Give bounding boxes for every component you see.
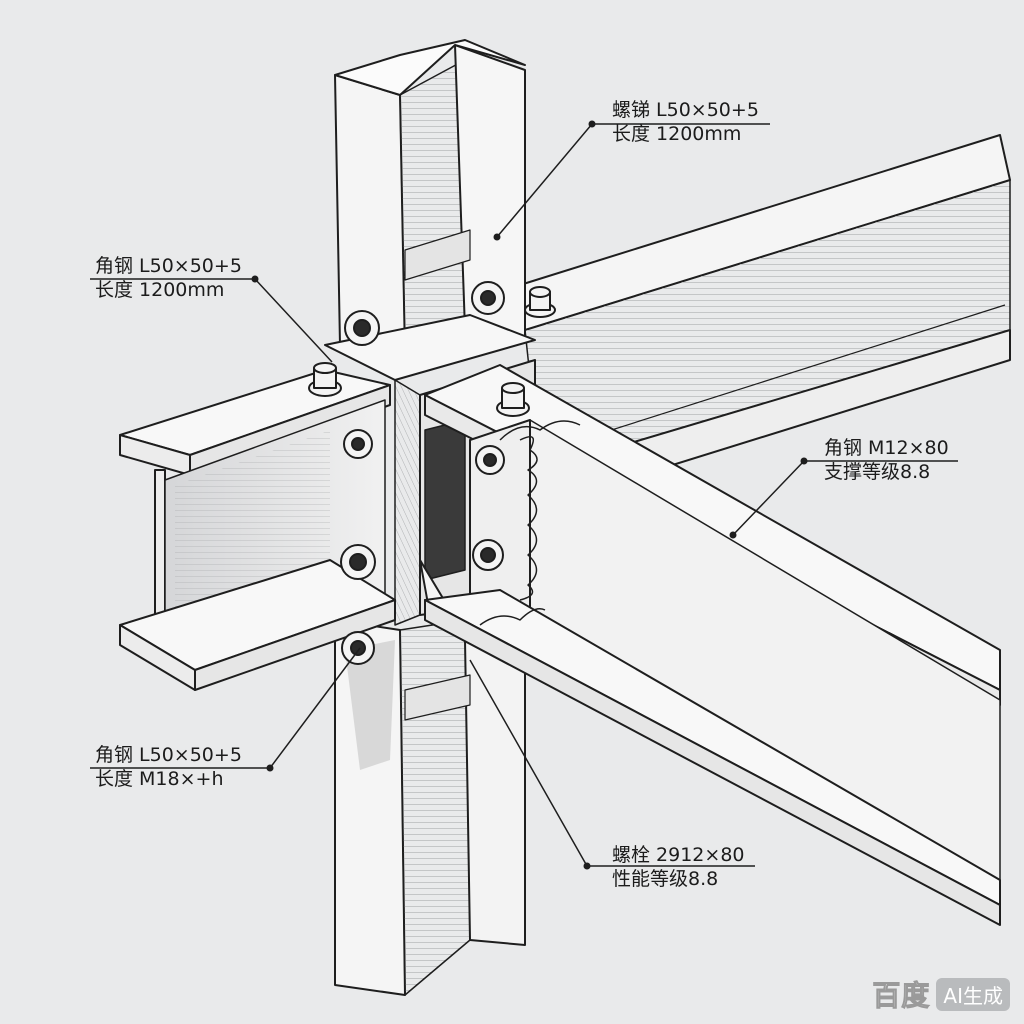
bolt-washer-icon xyxy=(344,310,380,346)
annotation-top-left: 角钢 L50×50+5 长度 1200mm xyxy=(95,254,242,302)
bolt-washer-icon xyxy=(471,281,505,315)
bolt-nut-icon xyxy=(308,362,342,397)
watermark: 百度 AI生成 xyxy=(872,974,1010,1014)
annotation-line1: 角钢 L50×50+5 xyxy=(95,255,242,277)
leader-dots xyxy=(251,120,808,870)
annotation-line2: 长度 M18×+h xyxy=(95,768,224,790)
annotation-line2: 长度 1200mm xyxy=(95,279,225,301)
watermark-logo: 百度 xyxy=(872,979,931,1013)
bolt-washer-icon xyxy=(472,539,504,571)
annotation-line1: 螺栓 2912×80 xyxy=(612,844,745,866)
bolt-washer-icon xyxy=(475,445,505,475)
front-beam xyxy=(424,364,1001,926)
watermark-tag: AI生成 xyxy=(936,977,1010,1011)
annotation-line1: 角钢 L50×50+5 xyxy=(95,744,242,766)
annotation-line2: 长度 1200mm xyxy=(612,123,742,145)
annotation-line1: 角钢 M12×80 xyxy=(824,437,949,459)
bolt-washer-icon xyxy=(341,631,375,665)
annotation-bottom-right: 螺栓 2912×80 性能等级8.8 xyxy=(612,843,745,891)
annotation-top-right: 螺锑 L50×50+5 长度 1200mm xyxy=(612,98,759,146)
left-beam xyxy=(119,369,396,691)
upper-column xyxy=(334,39,526,356)
bolt-group xyxy=(308,281,556,665)
annotation-line2: 性能等级8.8 xyxy=(612,868,719,890)
annotation-line1: 螺锑 L50×50+5 xyxy=(612,99,759,121)
annotation-bottom-left: 角钢 L50×50+5 长度 M18×+h xyxy=(95,743,242,791)
bolt-washer-icon xyxy=(343,429,373,459)
bolt-nut-icon xyxy=(524,286,556,318)
bolt-washer-icon xyxy=(340,544,376,580)
annotation-middle-right: 角钢 M12×80 支撑等级8.8 xyxy=(824,436,949,484)
lower-column xyxy=(334,619,526,996)
bolt-nut-icon xyxy=(496,382,530,417)
annotation-line2: 支撑等级8.8 xyxy=(824,461,931,483)
